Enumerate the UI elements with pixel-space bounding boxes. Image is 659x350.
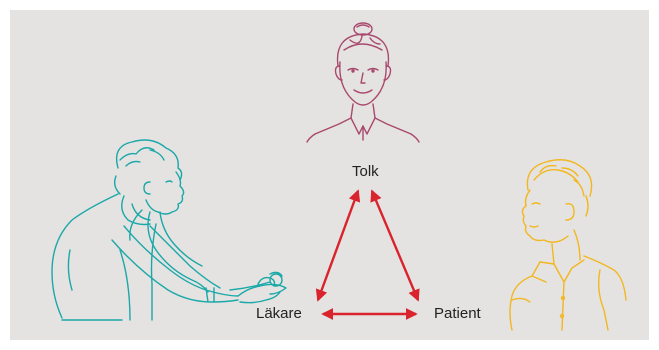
interpreter-illustration-icon — [307, 23, 419, 142]
patient-label: Patient — [434, 305, 481, 322]
arrow-interpreter-patient — [372, 191, 418, 300]
doctor-illustration-icon — [52, 140, 286, 320]
doctor-label: Läkare — [256, 305, 302, 322]
patient-illustration-icon — [510, 160, 626, 330]
interpreter-label: Tolk — [352, 163, 379, 180]
arrow-doctor-interpreter — [318, 191, 358, 300]
